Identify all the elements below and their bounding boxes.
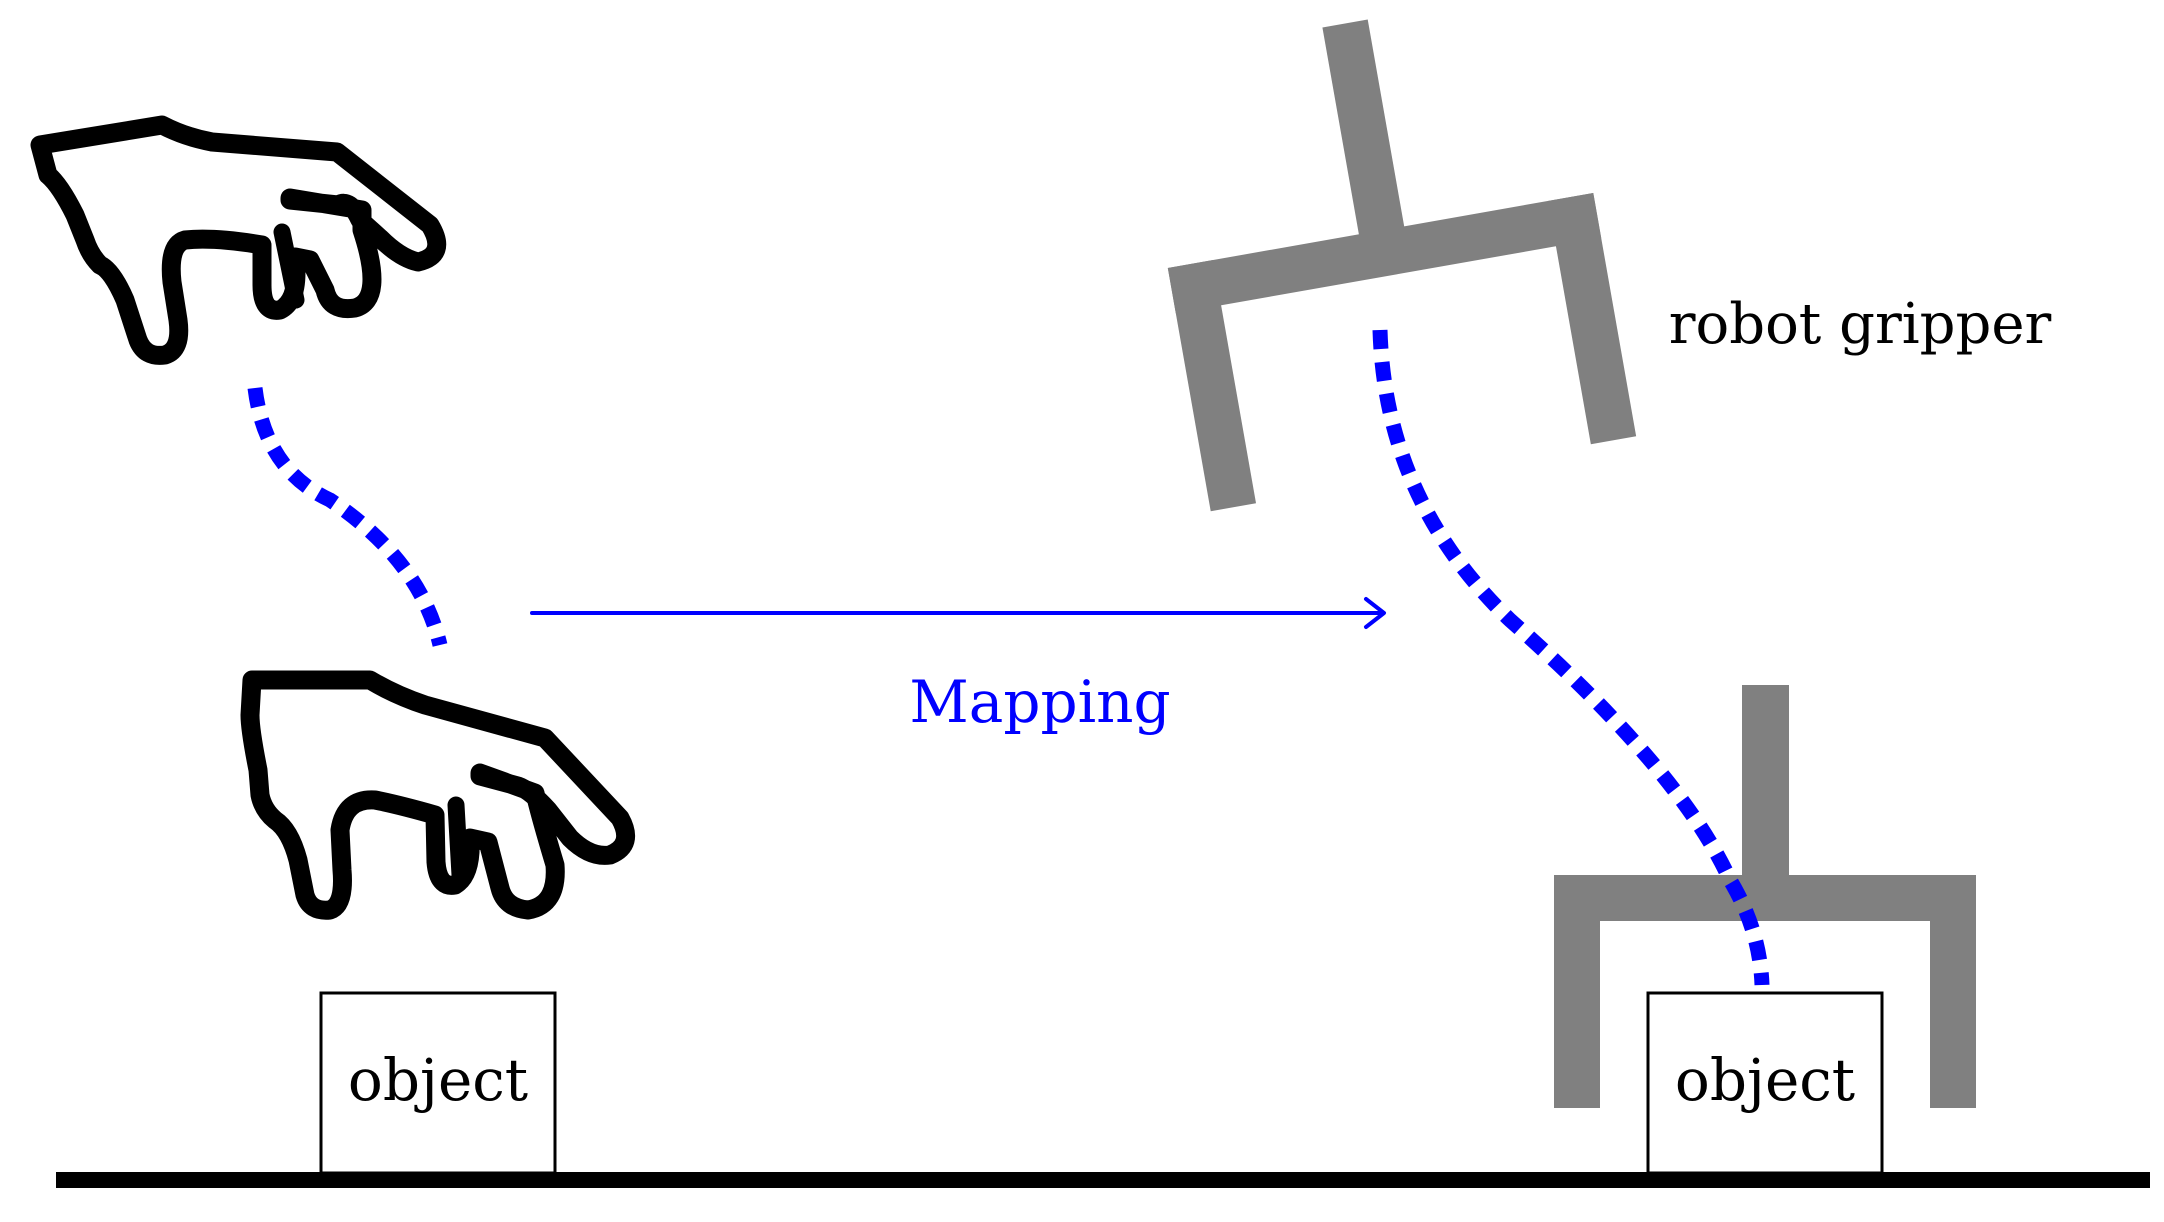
ground-line: [56, 1172, 2150, 1188]
object-box-left: object: [319, 991, 557, 1175]
gripper-trajectory: [1372, 329, 1770, 986]
object-label-left: object: [348, 1046, 528, 1114]
object-label-right: object: [1675, 1046, 1855, 1114]
hand-icon: [30, 115, 447, 365]
mapping-label: Mapping: [909, 668, 1170, 736]
hand-trajectory: [247, 387, 448, 647]
robot-gripper-icon: [1554, 685, 1976, 1108]
object-box-right: object: [1646, 991, 1884, 1175]
robot-gripper-label: robot gripper: [1669, 292, 2052, 357]
hand-icon: [240, 670, 636, 920]
robot-gripper-icon: [1167, 19, 1637, 512]
mapping-arrow: [530, 597, 1386, 629]
